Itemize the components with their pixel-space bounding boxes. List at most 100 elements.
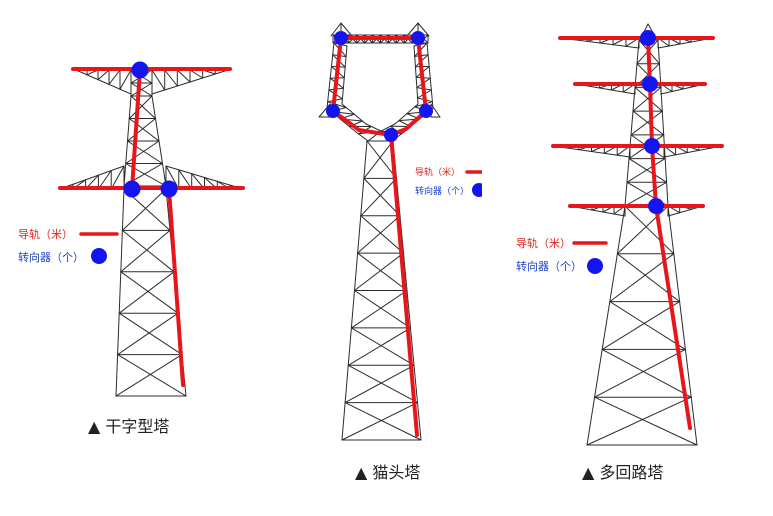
lattice-member (350, 290, 408, 329)
lattice-member (624, 39, 640, 207)
caption-ganzixing: ▲ 干字型塔 (88, 417, 169, 436)
steering-unit-dot (384, 128, 398, 142)
lattice-member (632, 86, 662, 112)
lattice-member (616, 205, 669, 255)
lattice-member (626, 158, 666, 183)
tower-maotou-steering-units (326, 31, 433, 142)
lattice-member (417, 22, 430, 37)
lattice-member (357, 215, 401, 254)
legend-rail-label: 导轨（米） (516, 236, 571, 250)
lattice-member (594, 348, 686, 398)
lattice-member (406, 22, 419, 37)
lattice-member (430, 103, 441, 118)
lattice-member (117, 354, 187, 397)
tower-maotou: 导轨（米） 转向器（个） ▲ 猫头塔 (318, 22, 482, 482)
lattice-member (125, 140, 160, 164)
lattice-member (380, 123, 396, 132)
lattice-member (326, 42, 335, 109)
lattice-member (586, 205, 626, 446)
lattice-member (366, 140, 397, 179)
lattice-member (120, 229, 171, 273)
rail-vertical (389, 133, 419, 437)
tower-duohuilu-rails (551, 36, 724, 430)
lattice-member (347, 364, 418, 404)
lattice-member (363, 177, 401, 217)
rail-head-right (389, 36, 428, 137)
lattice-member (115, 188, 125, 397)
steering-unit-dot (411, 31, 425, 45)
legend-rail-label: 导轨（米） (18, 227, 73, 241)
steering-unit-dot (160, 180, 178, 198)
lattice-member (426, 42, 434, 109)
tower-duohuilu-lattice (552, 23, 723, 446)
lattice-member (128, 118, 160, 142)
lattice-member (350, 327, 415, 366)
legend-steering-label: 转向器（个） (18, 250, 84, 264)
lattice-member (413, 45, 419, 105)
lattice-member (176, 69, 191, 83)
lattice-member (667, 205, 698, 446)
rail-vertical-lower (167, 187, 185, 387)
steering-unit-dot (644, 138, 660, 154)
lattice-member (121, 188, 167, 231)
steering-unit-dot (419, 104, 433, 118)
lattice-member (178, 169, 193, 190)
lattice-member (632, 110, 665, 136)
lattice-member (628, 158, 668, 183)
lattice-member (344, 402, 422, 441)
lattice-member (340, 22, 353, 37)
steering-unit-dot (642, 76, 658, 92)
lattice-member (118, 271, 175, 314)
tower-ganzixing-rails (58, 67, 245, 387)
lattice-member (354, 252, 404, 291)
legend-steering-swatch (472, 183, 482, 197)
lattice-member (624, 205, 675, 255)
lattice-member (354, 290, 411, 329)
lattice-member (110, 165, 125, 190)
legend-steering-swatch (587, 258, 603, 274)
lattice-member (360, 177, 397, 217)
lattice-member (128, 95, 153, 119)
steering-unit-dot (648, 198, 664, 214)
lattice-member (117, 312, 179, 356)
steering-unit-dot (334, 31, 348, 45)
tower-maotou-rails (331, 36, 428, 437)
steering-unit-dot (326, 104, 340, 118)
tower-duohuilu-legend: 导轨（米） 转向器（个） (516, 236, 608, 274)
lattice-member (357, 252, 408, 291)
lattice-member (341, 45, 348, 105)
lattice-member (75, 69, 132, 95)
lattice-member (344, 364, 415, 404)
legend-rail-label: 导轨（米） (415, 166, 460, 178)
steering-unit-dot (123, 180, 141, 198)
rail-vertical (646, 36, 692, 430)
tower-ganzixing-legend: 导轨（米） 转向器（个） (18, 227, 119, 264)
tower-duohuilu-steering-units (640, 30, 664, 214)
lattice-member (127, 118, 156, 142)
lattice-member (108, 69, 121, 85)
lattice-member (165, 165, 180, 190)
lattice-member (609, 301, 686, 350)
lattice-member (586, 396, 692, 446)
lattice-member (115, 354, 183, 397)
tower-ganzixing: 导轨（米） 转向器（个） ▲ 干字型塔 (18, 61, 245, 436)
lattice-member (130, 82, 153, 97)
lattice-member (120, 271, 179, 314)
lattice-member (347, 327, 411, 366)
steering-unit-dot (131, 61, 149, 79)
lattice-member (151, 69, 166, 91)
lattice-member (119, 69, 132, 90)
lattice-member (624, 181, 668, 207)
steering-unit-dot (640, 30, 656, 46)
lattice-member (189, 69, 204, 79)
lattice-member (121, 229, 175, 273)
lattice-member (657, 39, 669, 207)
lattice-member (360, 215, 404, 254)
lattice-member (97, 170, 112, 190)
rail-vertical-upper (130, 68, 142, 191)
lattice-member (365, 123, 382, 132)
lattice-member (355, 131, 369, 142)
lattice-member (594, 396, 698, 446)
lattice-member (164, 69, 178, 87)
